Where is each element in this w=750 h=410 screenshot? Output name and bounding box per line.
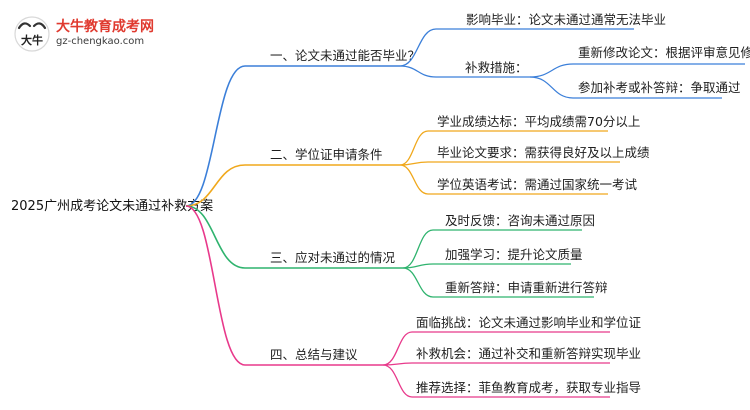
- connector-b4-c1: [382, 331, 610, 366]
- connector-b1-c2: [399, 65, 530, 78]
- branch-3-label: 三、应对未通过的情况: [270, 250, 396, 265]
- connector-b1-c2-g1: [529, 63, 745, 78]
- connector-b4-c2: [382, 362, 610, 366]
- connector-b2-c2: [399, 161, 620, 166]
- connector-root-b1: [185, 65, 400, 207]
- b2-child-3: 学位英语考试：需通过国家统一考试: [437, 177, 638, 192]
- connector-root-b4: [185, 205, 383, 366]
- connector-b3-c1: [402, 229, 582, 269]
- connector-b1-c2-g2: [529, 76, 722, 99]
- site-logo[interactable]: 大牛 大牛教育成考网 gz-chengkao.com: [12, 14, 162, 54]
- connector-b1-c1: [399, 28, 634, 67]
- b1-grandchild-1: 重新修改论文：根据评审意见修改: [578, 45, 750, 60]
- logo-domain-text: gz-chengkao.com: [56, 36, 145, 47]
- connector-b3-c3: [402, 267, 594, 298]
- connector-root-b3: [185, 205, 403, 269]
- connector-root-b2: [185, 164, 400, 207]
- b4-child-1: 面临挑战：论文未通过影响毕业和学位证: [416, 315, 642, 330]
- b4-child-3: 推荐选择：菲鱼教育成考，获取专业指导: [416, 380, 641, 395]
- connector-b3-c2: [402, 263, 571, 269]
- b3-child-3: 重新答辩：申请重新进行答辩: [445, 280, 608, 295]
- root-topic: 2025广州成考论文未通过补救方案: [11, 198, 213, 214]
- connector-b4-c3: [382, 364, 610, 398]
- b2-child-2: 毕业论文要求：需获得良好及以上成绩: [437, 145, 650, 160]
- b4-child-2: 补救机会：通过补交和重新答辩实现毕业: [416, 346, 641, 361]
- connector-b2-c3: [399, 164, 608, 195]
- b2-child-1: 学业成绩达标：平均成绩需70分以上: [437, 114, 640, 129]
- b1-child-2: 补救措施：: [465, 60, 528, 75]
- b3-child-1: 及时反馈：咨询未通过原因: [445, 213, 595, 228]
- b1-child-1: 影响毕业：论文未通过通常无法毕业: [466, 12, 666, 27]
- connector-b2-c1: [399, 130, 608, 166]
- b3-child-2: 加强学习：提升论文质量: [445, 247, 583, 262]
- branch-4-label: 四、总结与建议: [270, 347, 358, 362]
- branch-1-label: 一、论文未通过能否毕业？: [270, 48, 420, 63]
- b1-grandchild-2: 参加补考或补答辩：争取通过: [578, 80, 741, 95]
- bull-logo-icon: 大牛: [14, 16, 50, 52]
- logo-brand-text: 大牛教育成考网: [56, 19, 154, 35]
- logo-mark-text: 大牛: [21, 33, 43, 47]
- branch-2-label: 二、学位证申请条件: [270, 147, 383, 162]
